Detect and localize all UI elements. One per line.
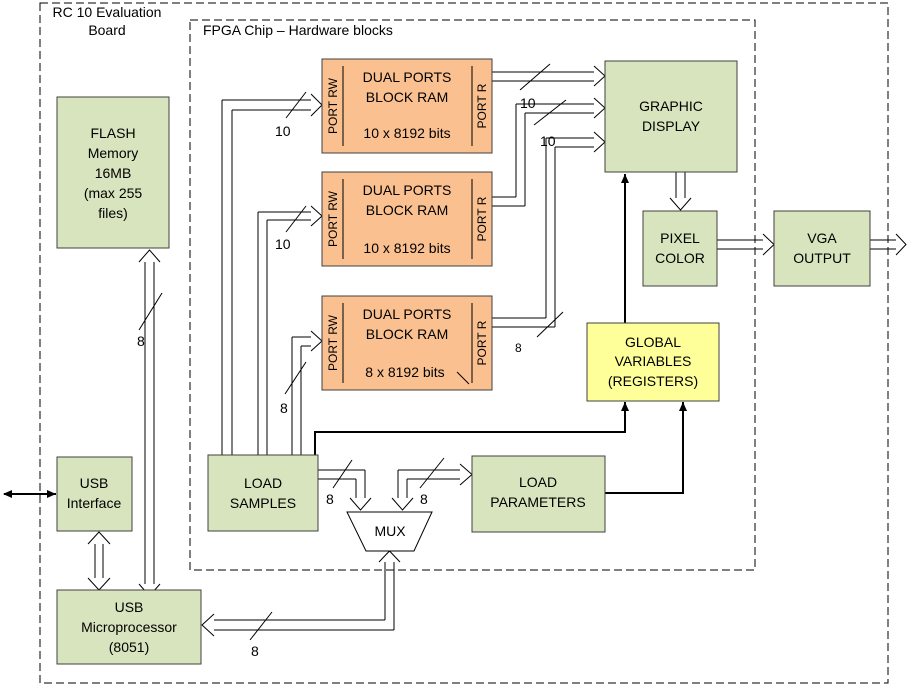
- ram3-out-width: 8: [515, 341, 522, 355]
- block-ram-3: PORT RW PORT R DUAL PORTS BLOCK RAM 8 x …: [321, 295, 493, 391]
- control-arrows: [3, 174, 687, 498]
- svg-text:VGA: VGA: [807, 230, 837, 246]
- svg-text:GLOBAL: GLOBAL: [625, 334, 681, 350]
- svg-text:PORT RW: PORT RW: [326, 190, 340, 247]
- ram1-out-width: 10: [520, 95, 536, 111]
- svg-text:DUAL PORTS: DUAL PORTS: [363, 306, 452, 322]
- svg-text:USB: USB: [115, 599, 144, 615]
- svg-text:BLOCK RAM: BLOCK RAM: [366, 89, 448, 105]
- svg-text:files): files): [98, 205, 128, 221]
- svg-text:DUAL PORTS: DUAL PORTS: [363, 182, 452, 198]
- svg-text:USB: USB: [80, 475, 109, 491]
- ram2-in-width: 10: [275, 236, 291, 252]
- svg-text:BLOCK RAM: BLOCK RAM: [366, 202, 448, 218]
- svg-text:PORT RW: PORT RW: [326, 314, 340, 371]
- fpga-title: FPGA Chip – Hardware blocks: [203, 22, 393, 38]
- board-title-line1: RC 10 Evaluation: [53, 4, 162, 20]
- svg-text:DISPLAY: DISPLAY: [642, 118, 701, 134]
- svg-text:10 x 8192 bits: 10 x 8192 bits: [363, 240, 450, 256]
- ram1-in-width: 10: [275, 123, 291, 139]
- svg-text:GRAPHIC: GRAPHIC: [639, 98, 703, 114]
- svg-text:Interface: Interface: [67, 495, 122, 511]
- svg-text:PORT R: PORT R: [475, 196, 489, 241]
- bus-width-ticks: [138, 63, 567, 641]
- global-variables-block: GLOBAL VARIABLES (REGISTERS): [586, 322, 720, 402]
- svg-text:(8051): (8051): [109, 639, 149, 655]
- svg-text:Microprocessor: Microprocessor: [81, 619, 177, 635]
- svg-text:PARAMETERS: PARAMETERS: [490, 494, 585, 510]
- fpga-boundary: [189, 19, 756, 571]
- svg-text:Memory: Memory: [88, 145, 139, 161]
- svg-text:PORT R: PORT R: [475, 320, 489, 365]
- usb-microprocessor-block: USB Microprocessor (8051): [56, 589, 202, 665]
- svg-text:MUX: MUX: [374, 523, 406, 539]
- bus-width-labels: 8 10 10 8 10 10 8 8 8 8: [137, 95, 556, 659]
- svg-text:PIXEL: PIXEL: [660, 230, 700, 246]
- board-boundary: [39, 2, 889, 684]
- svg-text:LOAD: LOAD: [244, 475, 282, 491]
- svg-text:BLOCK RAM: BLOCK RAM: [366, 326, 448, 342]
- svg-text:COLOR: COLOR: [655, 250, 705, 266]
- svg-text:PORT RW: PORT RW: [326, 77, 340, 134]
- flash-memory-block: FLASH Memory 16MB (max 255 files): [56, 96, 170, 249]
- svg-text:(REGISTERS): (REGISTERS): [608, 373, 698, 389]
- svg-text:(max 255: (max 255: [84, 185, 143, 201]
- block-ram-2: PORT RW PORT R DUAL PORTS BLOCK RAM 10 x…: [321, 171, 493, 267]
- svg-text:SAMPLES: SAMPLES: [230, 495, 296, 511]
- svg-text:OUTPUT: OUTPUT: [793, 250, 851, 266]
- svg-text:PORT R: PORT R: [475, 83, 489, 128]
- mux-params-width: 8: [420, 491, 428, 507]
- bus-connectors: [87, 65, 907, 637]
- svg-text:VARIABLES: VARIABLES: [615, 353, 692, 369]
- pixel-color-block: PIXEL COLOR: [642, 210, 718, 287]
- load-samples-block: LOAD SAMPLES: [207, 454, 319, 532]
- svg-text:8 x 8192 bits: 8 x 8192 bits: [365, 364, 444, 380]
- ram3-in-width: 8: [280, 400, 288, 416]
- svg-text:LOAD: LOAD: [519, 474, 557, 490]
- vga-output-block: VGA OUTPUT: [773, 210, 871, 287]
- load-parameters-block: LOAD PARAMETERS: [471, 455, 606, 533]
- graphic-display-block: GRAPHIC DISPLAY: [604, 60, 738, 173]
- mux-block: MUX: [346, 511, 433, 552]
- svg-text:DUAL PORTS: DUAL PORTS: [363, 69, 452, 85]
- svg-text:10 x 8192 bits: 10 x 8192 bits: [363, 125, 450, 141]
- svg-text:FLASH: FLASH: [90, 125, 135, 141]
- board-title-line2: Board: [88, 22, 125, 38]
- svg-text:16MB: 16MB: [95, 165, 132, 181]
- usb-interface-block: USB Interface: [56, 456, 133, 532]
- micro-mux-width: 8: [251, 643, 259, 659]
- block-ram-1: PORT RW PORT R DUAL PORTS BLOCK RAM 10 x…: [321, 58, 493, 154]
- ram2-out-width: 10: [540, 133, 556, 149]
- flash-bus-width: 8: [137, 333, 145, 349]
- samples-mux-width: 8: [326, 491, 334, 507]
